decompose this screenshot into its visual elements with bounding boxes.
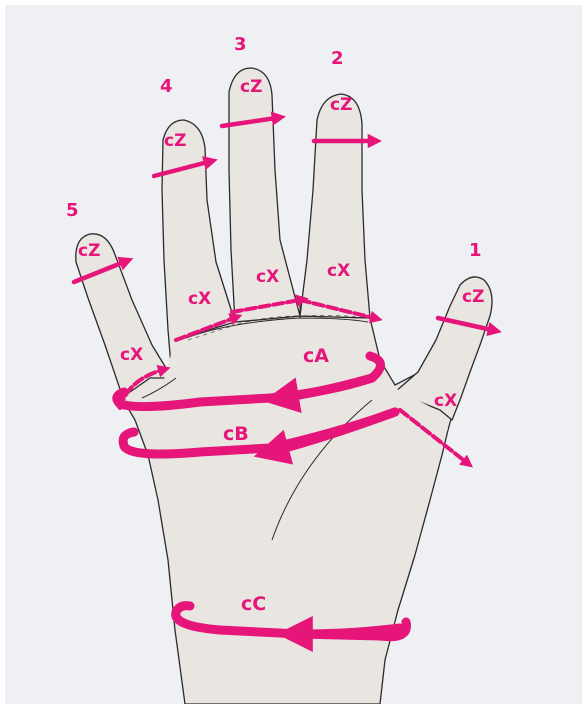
finger-number-5: 5 [66,200,79,221]
label-wrist: cC [241,593,266,615]
finger-number-3: 3 [234,34,247,55]
label-middle-base: cX [256,267,279,287]
finger-number-4: 4 [160,76,173,97]
label-index-tip: cZ [330,95,352,115]
label-middle-tip: cZ [240,77,262,97]
label-palm-b: cB [223,423,249,445]
label-thumb-tip: cZ [462,287,484,307]
label-palm-a: cA [303,345,329,367]
finger-number-1: 1 [469,240,482,261]
label-index-base: cX [327,261,350,281]
label-ring-tip: cZ [164,131,186,151]
label-little-tip: cZ [78,241,100,261]
finger-number-2: 2 [331,48,344,69]
label-little-base: cX [120,345,143,365]
label-ring-base: cX [188,289,211,309]
label-thumb-base: cX [434,391,457,411]
